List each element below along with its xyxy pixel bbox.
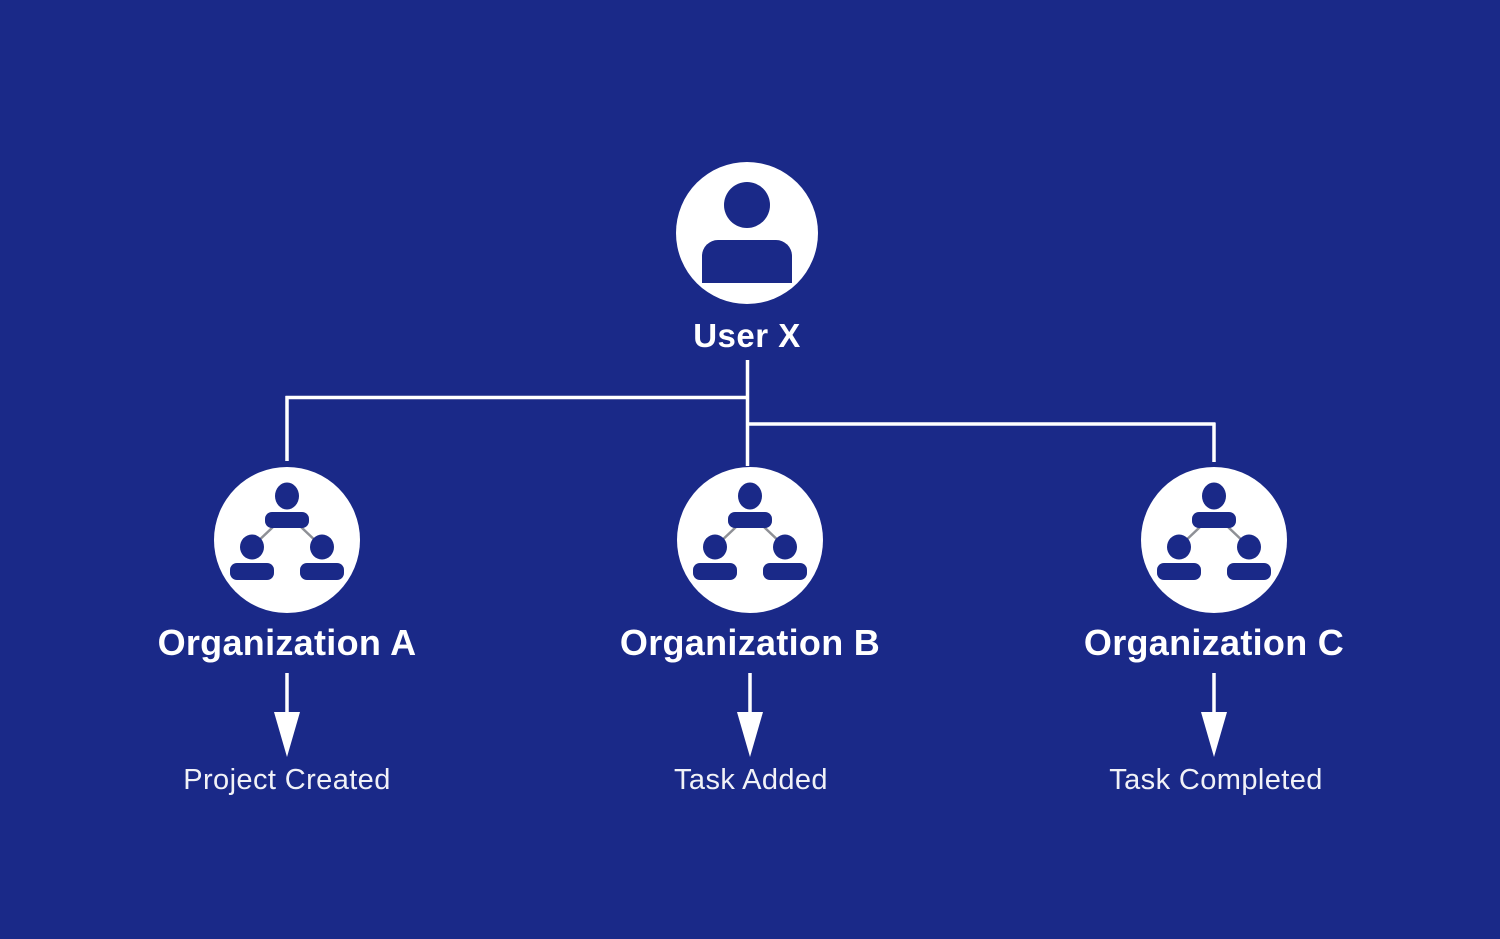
arrow-org-a-outcome — [274, 673, 300, 757]
arrow-org-c-outcome — [1201, 673, 1227, 757]
organization-icon — [214, 467, 360, 613]
organization-icon — [1141, 467, 1287, 613]
user-icon — [676, 162, 818, 304]
org-b-outcome-label: Task Added — [674, 764, 828, 796]
org-c-label: Organization C — [1083, 622, 1345, 663]
org-a-outcome-label: Project Created — [183, 764, 391, 796]
org-c-outcome-label: Task Completed — [1109, 764, 1323, 796]
org-b-label: Organization B — [619, 622, 881, 663]
organization-icon — [677, 467, 823, 613]
root-node-label: User X — [693, 317, 801, 354]
org-a-label: Organization A — [157, 622, 417, 663]
arrow-org-b-outcome — [737, 673, 763, 757]
